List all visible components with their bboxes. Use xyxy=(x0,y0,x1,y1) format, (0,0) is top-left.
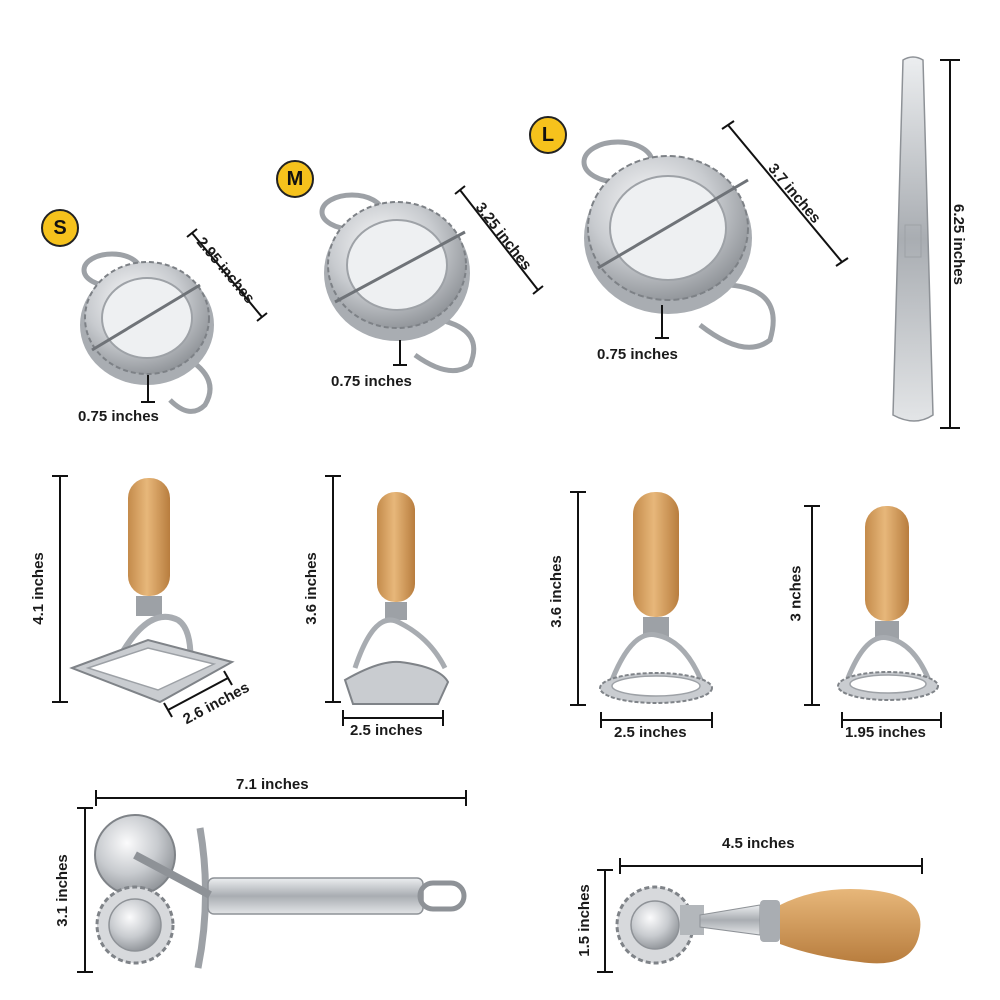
round-small-stamp-width-label: 1.95 inches xyxy=(845,724,926,741)
pastry-wheel xyxy=(94,814,467,969)
stamp-triangle xyxy=(343,492,450,705)
stamp-round-large xyxy=(599,492,713,704)
ravioli-wheel-height-label: 1.5 inches xyxy=(575,884,593,957)
pastry-wheel-height-label: 3.1 inches xyxy=(53,854,71,927)
size-badge-large: L xyxy=(529,116,567,154)
small-mold-depth-label: 0.75 inches xyxy=(78,408,159,425)
triangle-stamp-width-label: 2.5 inches xyxy=(350,722,423,739)
round-large-stamp-height-label: 3.6 inches xyxy=(547,555,565,628)
round-small-stamp-height-label: 3 nches xyxy=(787,565,805,622)
triangle-stamp-height-label: 3.6 inches xyxy=(302,552,320,625)
large-mold-depth-label: 0.75 inches xyxy=(597,346,678,363)
ravioli-wheel xyxy=(615,885,921,965)
dimension-lines xyxy=(52,59,960,973)
size-badge-small: S xyxy=(41,209,79,247)
stamp-square xyxy=(69,478,235,704)
medium-mold-depth-label: 0.75 inches xyxy=(331,373,412,390)
spatula-length-label: 6.25 inches xyxy=(949,204,967,285)
size-badge-medium: M xyxy=(276,160,314,198)
square-stamp-height-label: 4.1 inches xyxy=(29,552,47,625)
pastry-wheel-length-label: 7.1 inches xyxy=(236,776,309,793)
dumpling-mold-large xyxy=(581,139,776,350)
round-large-stamp-width-label: 2.5 inches xyxy=(614,724,687,741)
stamp-round-small xyxy=(837,506,939,701)
dumpling-mold-medium xyxy=(319,192,477,374)
ravioli-wheel-length-label: 4.5 inches xyxy=(722,835,795,852)
dumpling-mold-small xyxy=(80,251,214,414)
spatula xyxy=(892,56,934,422)
